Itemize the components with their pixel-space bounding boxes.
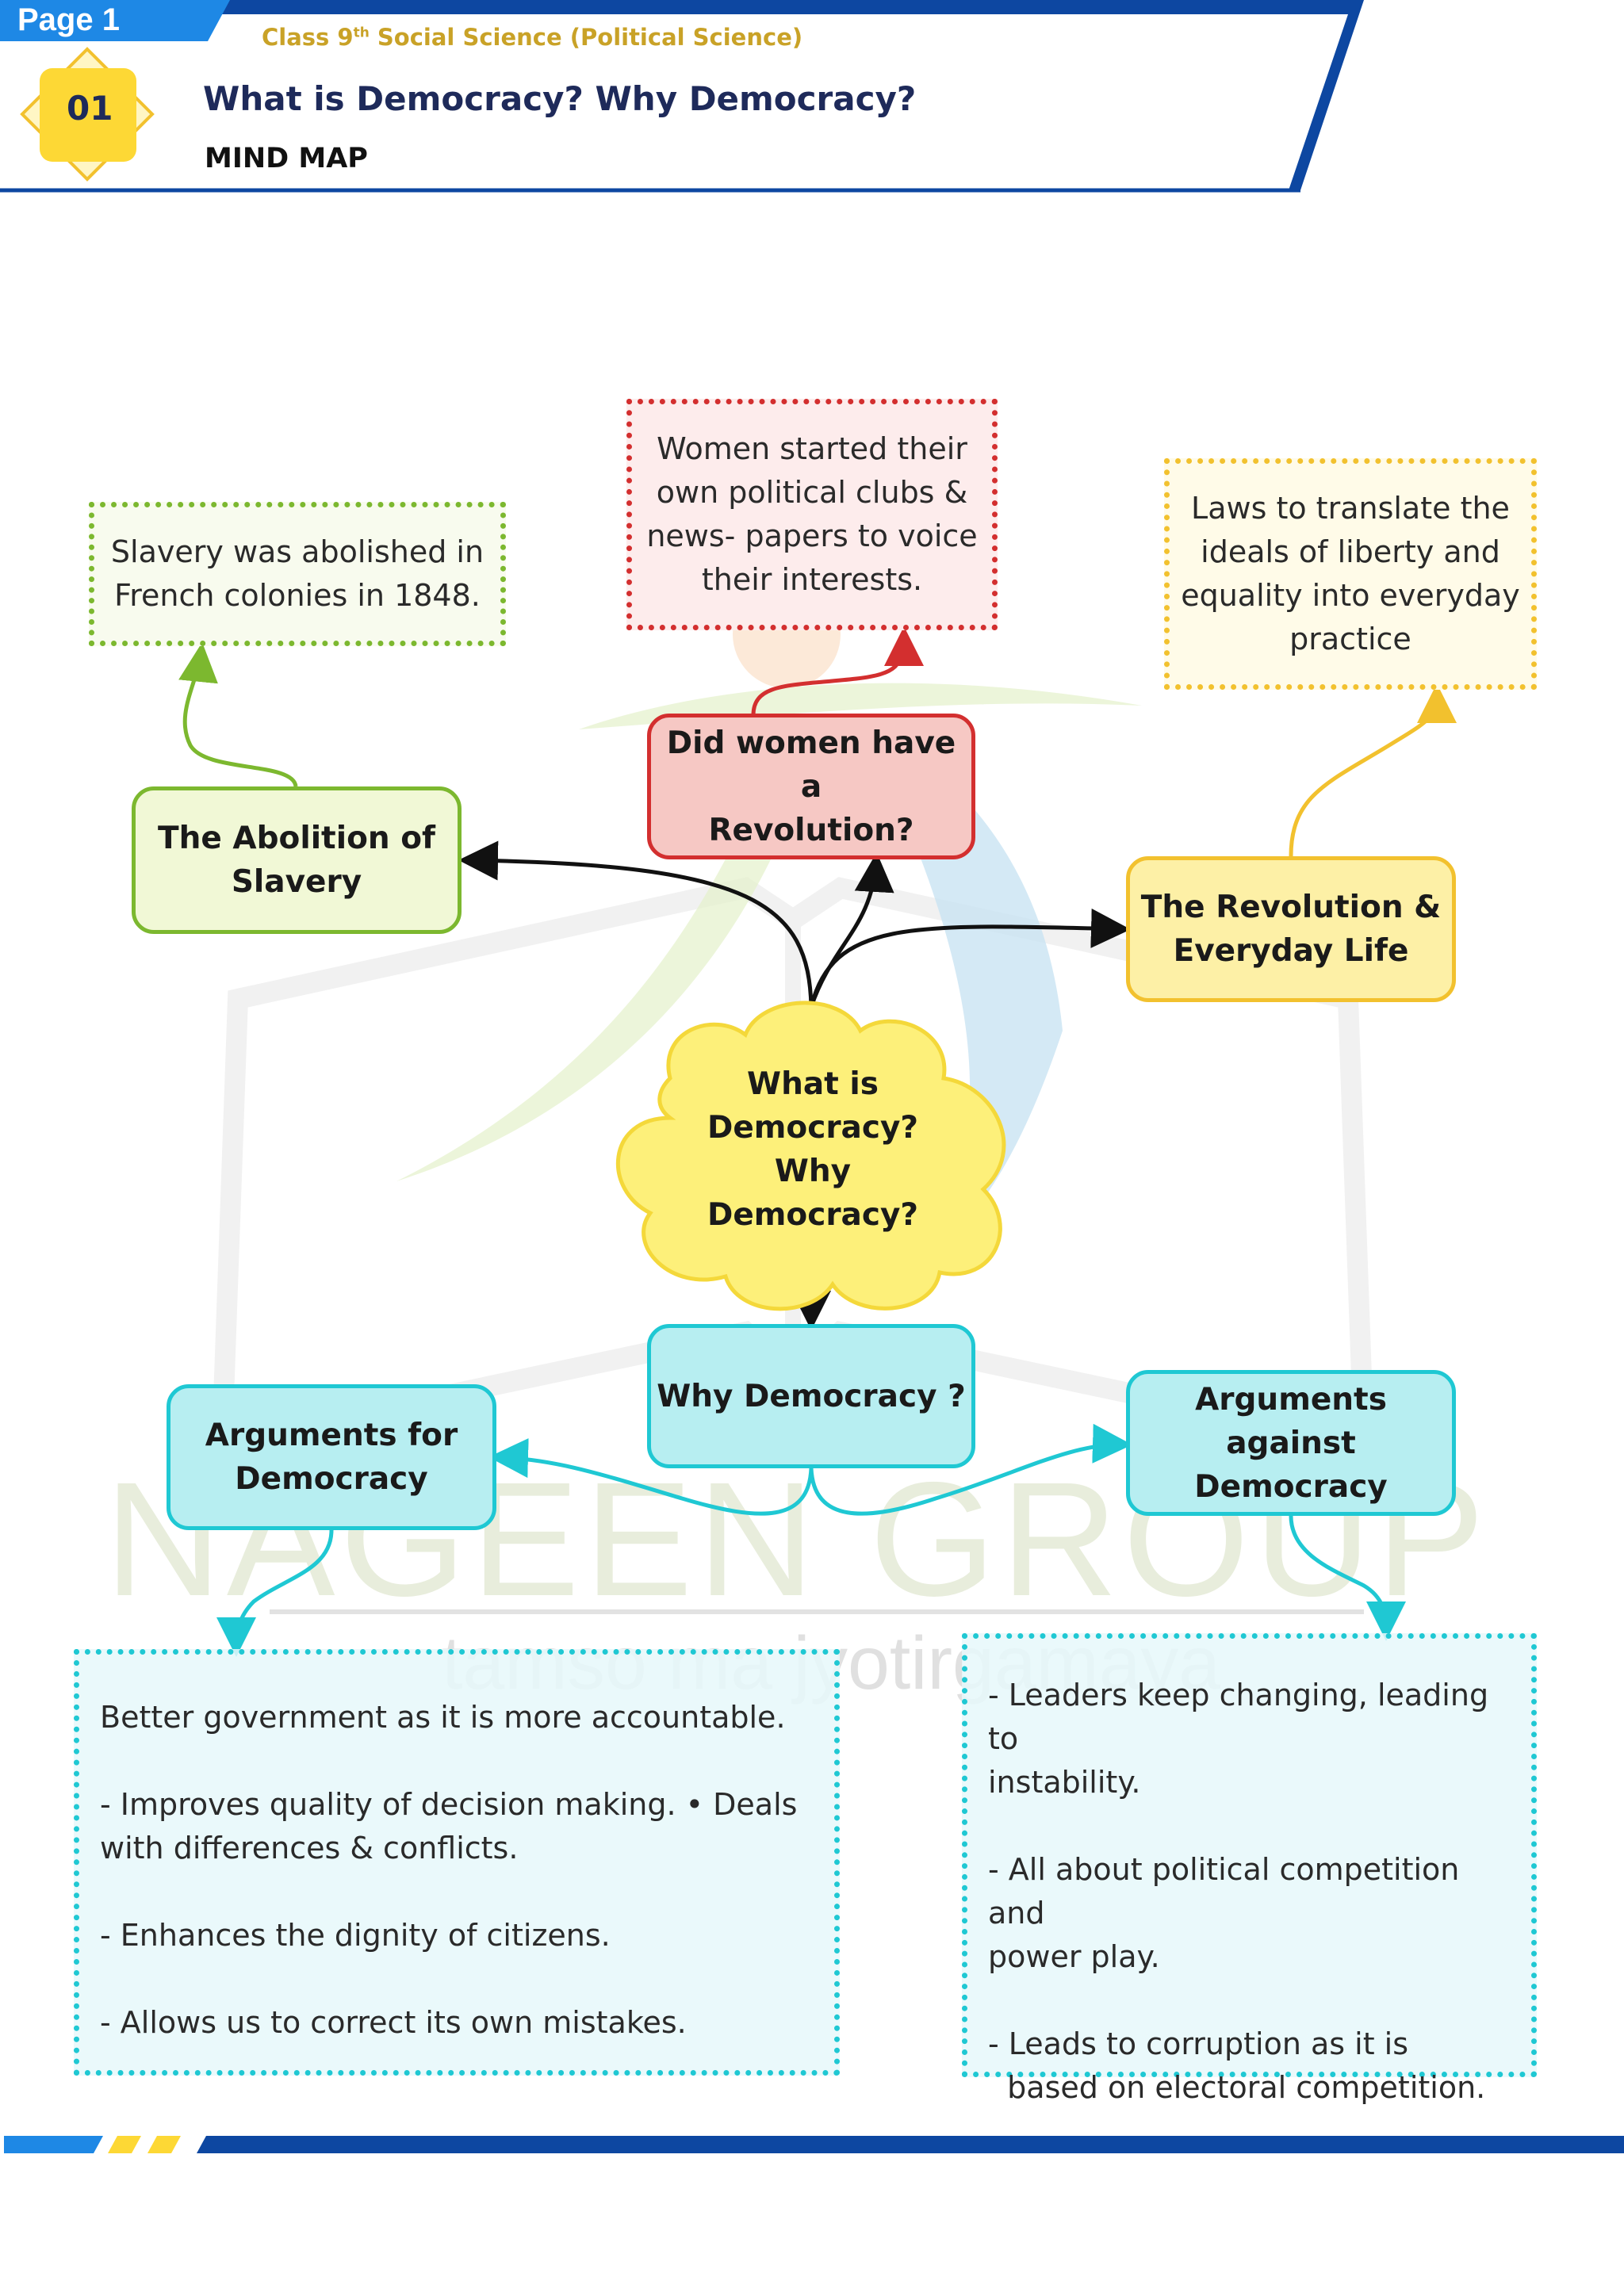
node-arguments-against: Arguments against Democracy — [1126, 1370, 1456, 1516]
chapter-badge — [20, 47, 155, 182]
node-everyday-line: The Revolution & — [1140, 890, 1442, 925]
class-sup: th — [353, 25, 370, 41]
everyday-note-line: practice — [1289, 622, 1411, 656]
node-for-line: Arguments for — [205, 1418, 458, 1453]
node-women-line: Revolution? — [708, 812, 914, 848]
center-cloud — [615, 1001, 1006, 1311]
for-point: - Allows us to correct its own mistakes. — [100, 2005, 687, 2040]
center-topic-line: Democracy? — [707, 1197, 919, 1233]
everyday-note-line: Laws to translate the — [1191, 491, 1510, 526]
women-note-line: own political clubs & — [656, 475, 968, 510]
node-against-line: Arguments against — [1195, 1381, 1387, 1461]
node-abolition-of-slavery: The Abolition of Slavery — [132, 786, 462, 934]
women-note-line: Women started their — [657, 431, 967, 466]
node-against-line: Democracy — [1194, 1468, 1388, 1505]
header-band — [0, 0, 1364, 193]
everyday-note: Laws to translate the ideals of liberty … — [1164, 458, 1537, 690]
abolition-note-line: French colonies in 1848. — [114, 578, 481, 613]
center-topic-line: What is — [747, 1066, 879, 1102]
for-point: - Improves quality of decision making. •… — [100, 1787, 798, 1866]
node-why-label: Why Democracy ? — [657, 1378, 966, 1414]
center-topic-line: Why — [774, 1154, 852, 1189]
class-line: Class 9th Social Science (Political Scie… — [262, 24, 802, 51]
node-why-democracy: Why Democracy ? — [647, 1324, 975, 1468]
women-note-line: news- papers to voice — [646, 519, 978, 553]
for-point: Better government as it is more accounta… — [100, 1700, 786, 1735]
node-abolition-line: The Abolition of — [158, 821, 435, 856]
everyday-note-line: ideals of liberty and — [1201, 534, 1500, 569]
chapter-number: 01 — [67, 89, 113, 128]
node-everyday-line: Everyday Life — [1173, 933, 1409, 969]
center-topic-line: Democracy? — [707, 1110, 919, 1146]
chapter-title: What is Democracy? Why Democracy? — [203, 79, 917, 118]
women-note: Women started their own political clubs … — [626, 399, 998, 630]
everyday-note-line: equality into everyday — [1181, 578, 1520, 613]
node-arguments-for: Arguments for Democracy — [167, 1384, 496, 1530]
center-topic: What is Democracy? Why Democracy? — [698, 1047, 928, 1253]
node-women-line: Did women have a — [666, 725, 956, 805]
node-for-line: Democracy — [235, 1461, 428, 1497]
node-women-revolution: Did women have a Revolution? — [647, 714, 975, 859]
mind-map-label: MIND MAP — [205, 143, 368, 174]
class-suffix: Social Science (Political Science) — [369, 24, 803, 51]
arguments-against-list: - Leaders keep changing, leading to inst… — [962, 1633, 1537, 2105]
women-note-line: their interests. — [701, 562, 923, 597]
arguments-for-list: Better government as it is more accounta… — [74, 1649, 840, 2076]
node-abolition-line: Slavery — [231, 864, 362, 900]
for-point: - Enhances the dignity of citizens. — [100, 1918, 611, 1953]
against-point: - Leaders keep changing, leading to inst… — [988, 1678, 1489, 1800]
against-point: - All about political competition and po… — [988, 1852, 1460, 1974]
against-point: - Leads to corruption as it is based on … — [988, 2026, 1486, 2105]
abolition-note-line: Slavery was abolished in — [110, 534, 485, 569]
node-revolution-everyday-life: The Revolution & Everyday Life — [1126, 856, 1456, 1002]
class-prefix: Class 9 — [262, 24, 354, 51]
page-label: Page 1 — [17, 2, 120, 37]
abolition-note: Slavery was abolished in French colonies… — [89, 502, 506, 646]
footer-band — [4, 2136, 1624, 2153]
